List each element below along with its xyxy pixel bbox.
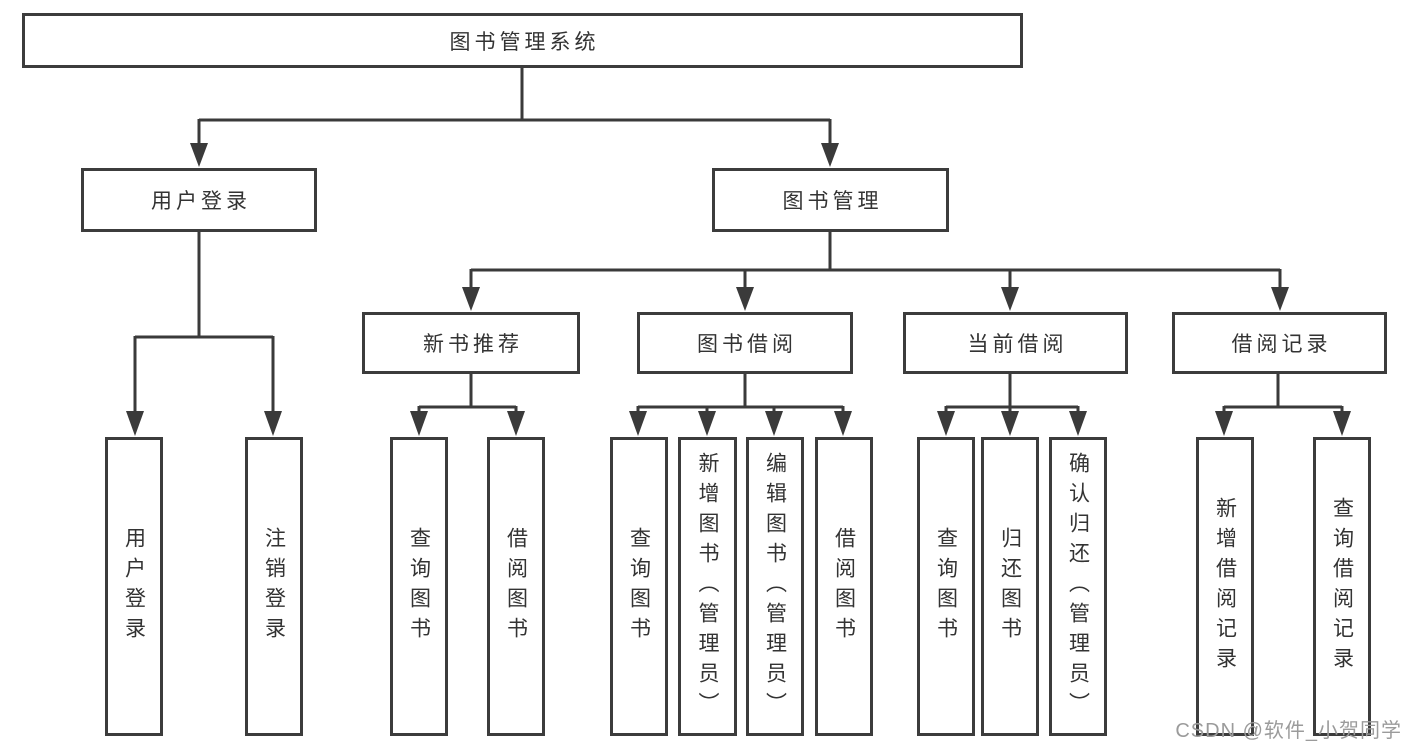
connector-borrowing-records	[1215, 374, 1351, 436]
leaf-user-login: 用户登录	[105, 437, 163, 736]
leaf-query-borrow-record: 查询借阅记录	[1313, 437, 1371, 736]
leaf-add-borrow-record: 新增借阅记录	[1196, 437, 1254, 736]
leaf-query-books-current: 查询图书	[917, 437, 975, 736]
leaf-label: 查询图书	[627, 526, 651, 647]
leaf-label: 查询图书	[934, 526, 958, 647]
connector-root	[190, 68, 839, 167]
node-root-system: 图书管理系统	[22, 13, 1023, 68]
node-borrowing-records: 借阅记录	[1172, 312, 1387, 374]
leaf-label: 编辑图书（管理员）	[763, 451, 787, 722]
leaf-label: 借阅图书	[504, 526, 528, 647]
leaf-label: 新增借阅记录	[1213, 496, 1237, 677]
leaf-label: 查询图书	[407, 526, 431, 647]
leaf-label: 注销登录	[262, 526, 286, 647]
node-label: 借阅记录	[1231, 333, 1332, 356]
node-label: 图书借阅	[697, 333, 797, 356]
node-user-login: 用户登录	[81, 168, 317, 232]
leaf-borrow-books-recommend: 借阅图书	[487, 437, 545, 736]
node-label: 图书管理系统	[449, 30, 600, 54]
node-book-borrowing: 图书借阅	[637, 312, 853, 374]
connector-book-management	[462, 232, 1289, 311]
leaf-label: 借阅图书	[832, 526, 856, 647]
node-label: 当前借阅	[967, 333, 1068, 356]
leaf-query-books-recommend: 查询图书	[390, 437, 448, 736]
node-label: 用户登录	[151, 190, 251, 213]
leaf-confirm-return-admin: 确认归还（管理员）	[1049, 437, 1107, 736]
connector-current-borrowing	[937, 374, 1087, 436]
leaf-label: 新增图书（管理员）	[696, 451, 719, 722]
csdn-watermark: CSDN @软件_小贺同学	[1175, 720, 1402, 742]
connector-new-book-recommend	[410, 374, 525, 436]
node-label: 新书推荐	[423, 333, 523, 356]
node-new-book-recommend: 新书推荐	[362, 312, 580, 374]
leaf-label: 归还图书	[998, 526, 1022, 647]
leaf-borrow-books-borrowing: 借阅图书	[815, 437, 873, 736]
leaf-label: 确认归还（管理员）	[1066, 451, 1090, 722]
leaf-add-books-admin: 新增图书（管理员）	[678, 437, 737, 736]
leaf-return-books: 归还图书	[981, 437, 1039, 736]
leaf-edit-books-admin: 编辑图书（管理员）	[746, 437, 804, 736]
connector-user-login	[126, 232, 282, 436]
leaf-logout: 注销登录	[245, 437, 303, 736]
leaf-query-books-borrowing: 查询图书	[610, 437, 668, 736]
connector-book-borrowing	[629, 374, 852, 436]
node-label: 图书管理	[782, 190, 883, 213]
leaf-label: 用户登录	[122, 526, 146, 647]
node-book-management: 图书管理	[712, 168, 949, 232]
leaf-label: 查询借阅记录	[1330, 496, 1354, 677]
node-current-borrowing: 当前借阅	[903, 312, 1128, 374]
